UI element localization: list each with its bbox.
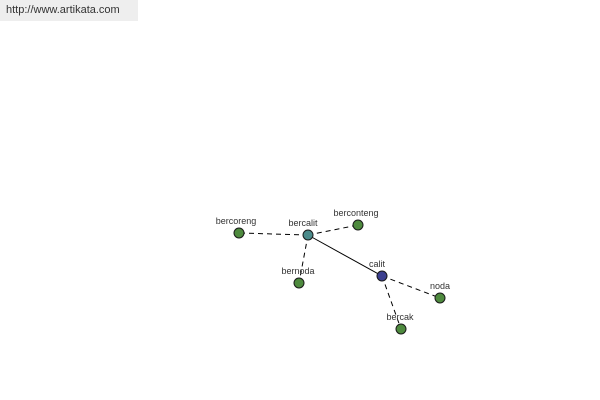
node-label: bercak	[386, 312, 414, 322]
edge-calit-bercak	[381, 275, 402, 330]
edges-layer	[238, 224, 441, 330]
node-dot[interactable]	[352, 219, 364, 231]
node-label: bercoreng	[216, 216, 257, 226]
node-label: calit	[369, 259, 386, 269]
node-bercak[interactable]: bercak	[386, 312, 414, 335]
edge-calit-bercalit	[307, 234, 383, 277]
node-dot[interactable]	[434, 292, 446, 304]
node-dot[interactable]	[302, 229, 314, 241]
node-bercoreng[interactable]: bercoreng	[216, 216, 257, 239]
node-dot[interactable]	[293, 277, 305, 289]
node-label: noda	[430, 281, 450, 291]
edge-calit-noda	[381, 275, 441, 299]
node-calit[interactable]: calit	[369, 259, 388, 282]
node-dot[interactable]	[376, 270, 388, 282]
node-bercalit[interactable]: bercalit	[288, 218, 318, 241]
node-bernoda[interactable]: bernoda	[281, 266, 315, 289]
node-berconteng[interactable]: berconteng	[333, 208, 379, 231]
node-dot[interactable]	[395, 323, 407, 335]
node-label: bernoda	[281, 266, 314, 276]
node-noda[interactable]: noda	[430, 281, 450, 304]
node-label: bercalit	[288, 218, 318, 228]
url-banner[interactable]: http://www.artikata.com	[0, 0, 138, 21]
node-label: berconteng	[333, 208, 378, 218]
edge-bercalit-bernoda	[298, 234, 309, 284]
nodes-layer: calit bercalit bercoreng berconteng bernoda n…	[216, 208, 450, 335]
node-dot[interactable]	[233, 227, 245, 239]
edge-bercalit-bercoreng	[238, 232, 309, 236]
